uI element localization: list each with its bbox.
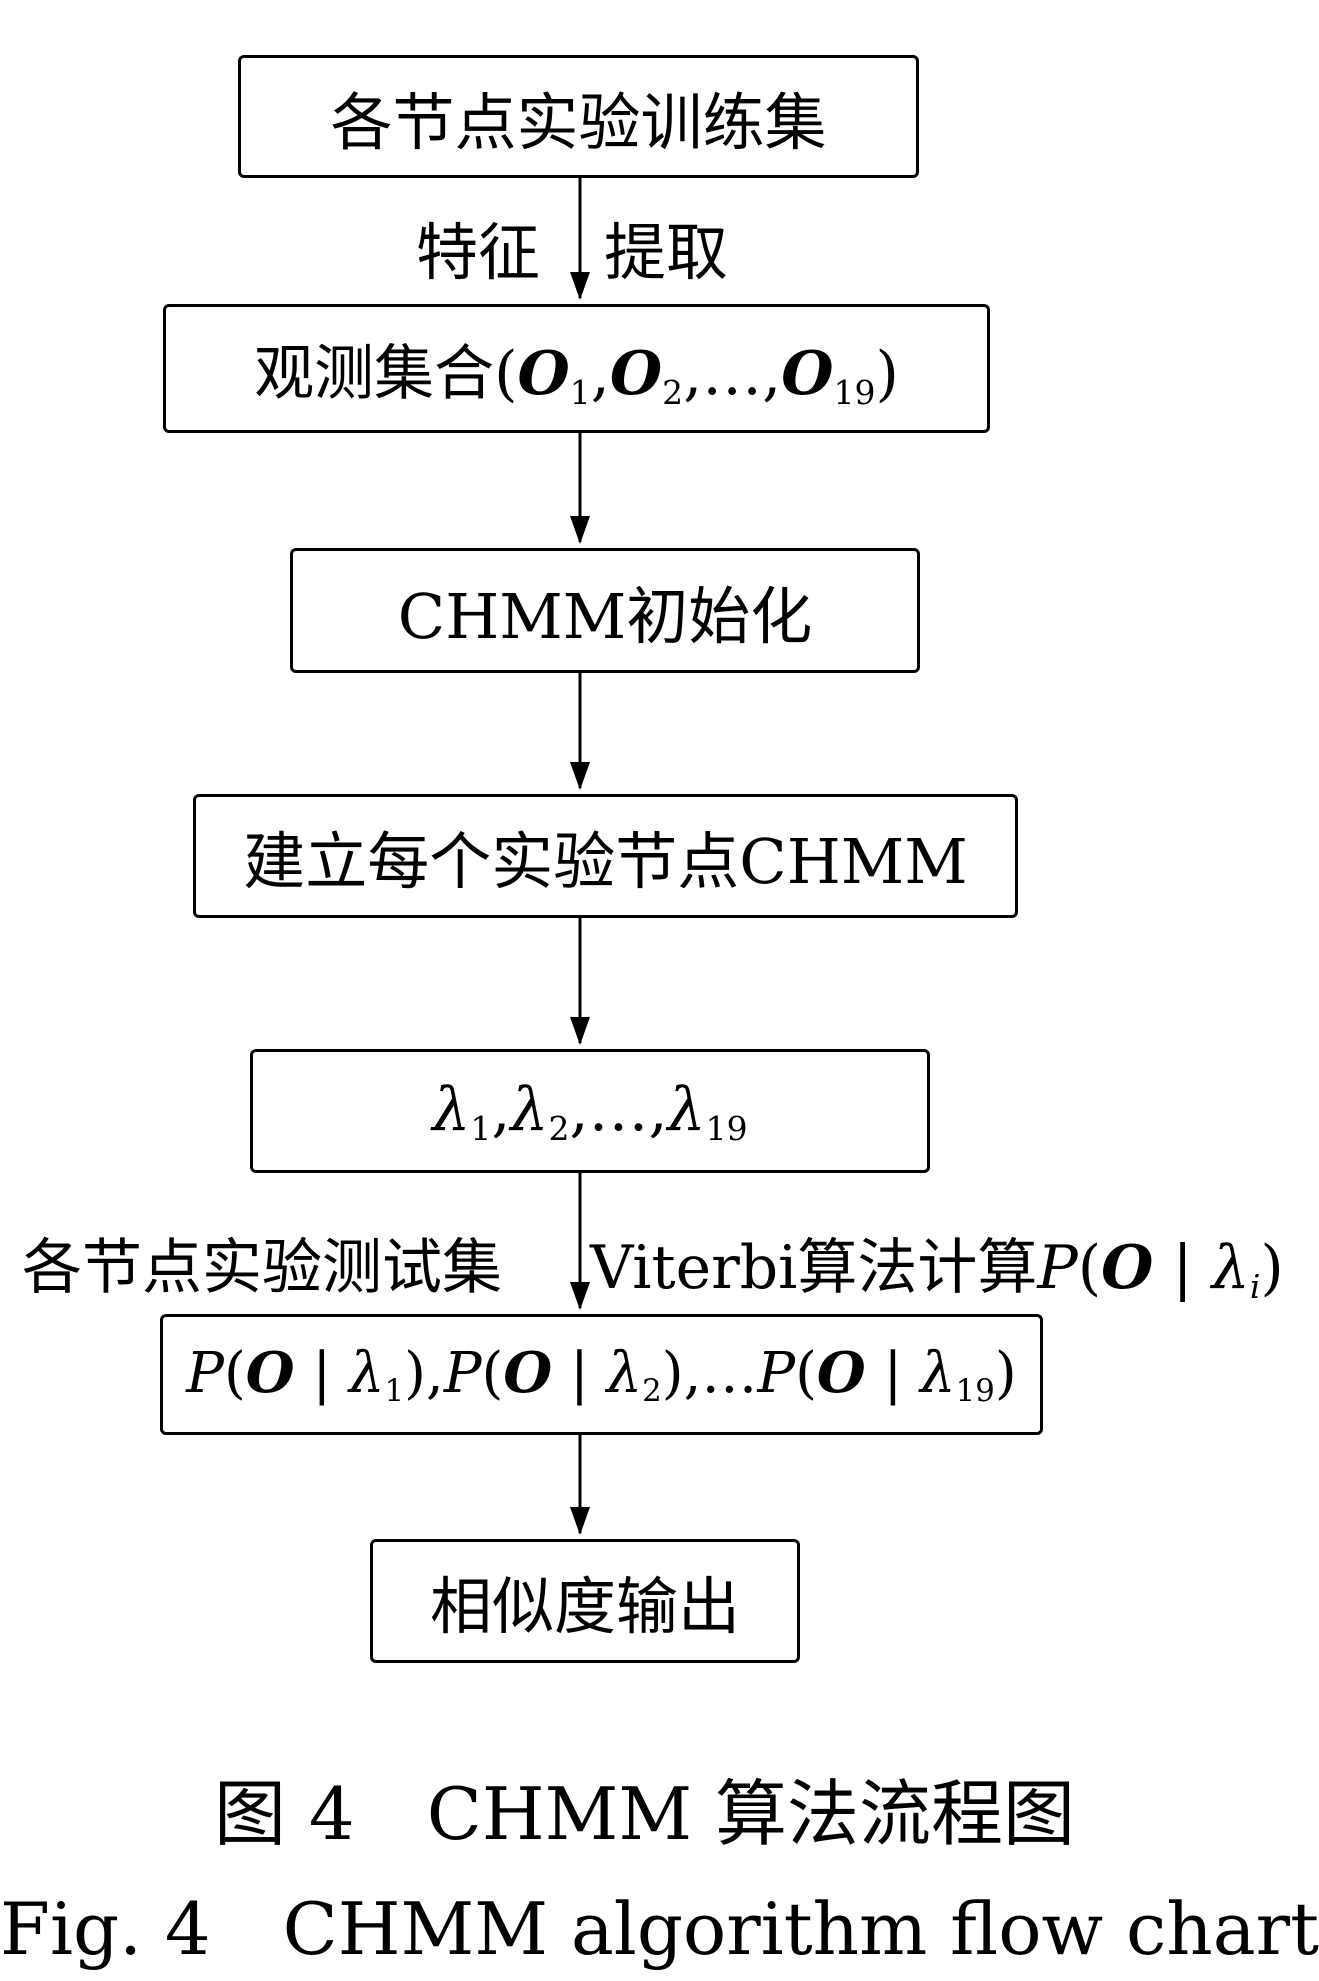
build-chmm-label: 建立每个实验节点CHMM: [243, 825, 968, 898]
label-feature: 特征: [416, 216, 541, 289]
probabilities-label: P(O | λ1),P(O | λ2),…P(O | λ19): [186, 1339, 1017, 1410]
box-build-chmm: 建立每个实验节点CHMM: [193, 794, 1018, 918]
arrow-6-head: [570, 1507, 590, 1535]
label-test-set: 各节点实验测试集: [22, 1233, 502, 1303]
arrow-4-head: [570, 1017, 590, 1045]
flow-arrows: [570, 178, 590, 1535]
arrow-5-head: [570, 1282, 590, 1310]
chmm-init-label: CHMM初始化: [397, 579, 813, 653]
observation-set-label: 观测集合(O1,O2,…,O19): [254, 339, 899, 412]
box-similarity-output: 相似度输出: [370, 1539, 800, 1663]
box-probabilities: P(O | λ1),P(O | λ2),…P(O | λ19): [160, 1314, 1043, 1435]
label-viterbi: Viterbi算法计算P(O | λi): [590, 1233, 1284, 1306]
label-extract: 提取: [604, 216, 729, 289]
lambda-set-label: λ1,λ2,…,λ19: [432, 1074, 748, 1148]
arrow-3-head: [570, 762, 590, 790]
box-chmm-init: CHMM初始化: [290, 548, 920, 673]
train-set-label: 各节点实验训练集: [330, 85, 827, 159]
box-lambda-set: λ1,λ2,…,λ19: [250, 1049, 930, 1173]
similarity-output-label: 相似度输出: [429, 1570, 740, 1643]
label-viterbi-text: Viterbi算法计算: [590, 1233, 1038, 1303]
box-observation-set: 观测集合(O1,O2,…,O19): [163, 304, 990, 433]
caption-en: Fig. 4 CHMM algorithm flow chart: [0, 1887, 1319, 1971]
arrow-1-head: [570, 272, 590, 300]
caption-cn: 图 4 CHMM 算法流程图: [214, 1772, 1075, 1856]
box-train-set: 各节点实验训练集: [238, 55, 919, 178]
observation-set-prefix: 观测集合: [254, 339, 495, 409]
arrow-2-head: [570, 516, 590, 544]
